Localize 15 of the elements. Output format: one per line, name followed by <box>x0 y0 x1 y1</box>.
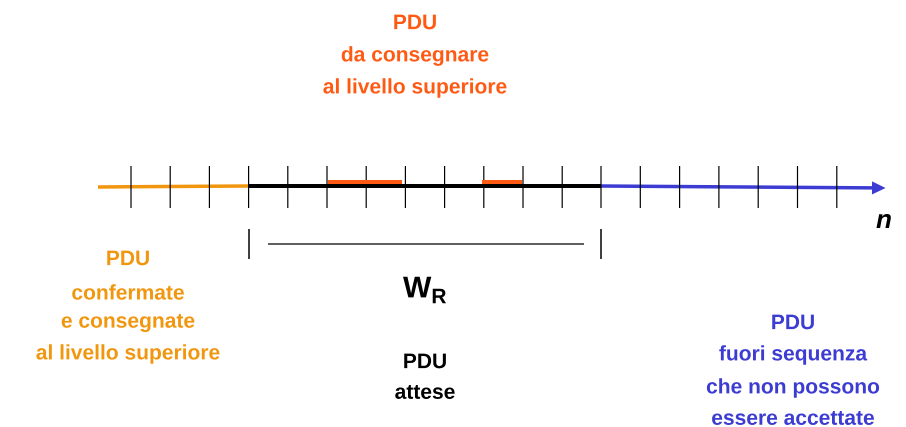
text-label: PDU <box>404 354 446 368</box>
text-label: PDU <box>394 14 436 30</box>
text-label: attese <box>395 385 455 399</box>
text-label: essere accettate <box>712 411 874 425</box>
text-label: confermate <box>72 284 184 300</box>
text-label: PDU <box>772 314 814 330</box>
axis-label: n <box>876 214 891 228</box>
text-label: che non possono <box>706 378 880 398</box>
window-label: W$_{R}$ <box>403 276 446 304</box>
text-label: fuori sequenza <box>719 345 868 365</box>
text-label: da consegnare <box>342 46 488 66</box>
text-label: al livello superiore <box>323 78 506 98</box>
text-label: al livello superiore <box>36 344 220 364</box>
text-label: e consegnate <box>62 314 194 332</box>
text-label: PDU <box>107 250 149 266</box>
